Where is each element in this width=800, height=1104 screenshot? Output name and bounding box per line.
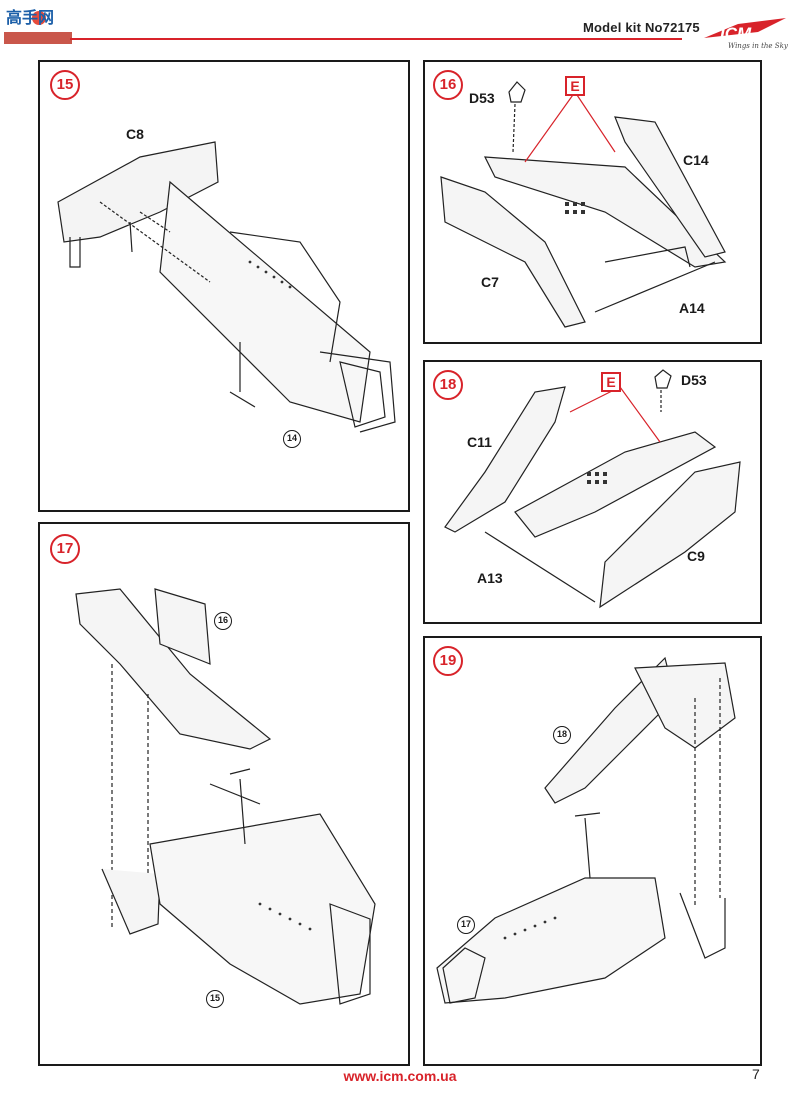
step-number-badge: 17 — [50, 534, 80, 564]
website-link[interactable]: www.icm.com.ua — [343, 1068, 457, 1084]
reference-step-16: 16 — [214, 612, 232, 630]
step-number-badge: 16 — [433, 70, 463, 100]
part-label-c9: C9 — [687, 548, 705, 564]
step-17-drawing — [75, 588, 376, 1005]
watermark-text: 高手网 — [6, 10, 55, 27]
part-label-d53: D53 — [681, 372, 707, 388]
logo-text: ICM — [720, 24, 752, 43]
material-marker-e: E — [565, 76, 585, 96]
header-rule — [70, 38, 682, 40]
kit-number-label: Model kit No72175 — [583, 20, 700, 35]
part-label-a14: A14 — [679, 300, 705, 316]
part-label-c7: C7 — [481, 274, 499, 290]
step-19-panel: 19 18 17 — [423, 636, 762, 1066]
reference-step-14: 14 — [283, 430, 301, 448]
step-18-drawing — [444, 369, 741, 609]
part-label-a13: A13 — [477, 570, 503, 586]
part-label-c11: C11 — [467, 434, 492, 450]
reference-step-15: 15 — [206, 990, 224, 1008]
step-18-panel: 18 D53 E C11 C9 A13 — [423, 360, 762, 624]
reference-step-18: 18 — [553, 726, 571, 744]
watermark-logo: 高手网 — [4, 2, 74, 48]
step-15-panel: 15 C8 14 — [38, 60, 410, 512]
part-label-d53: D53 — [469, 90, 495, 106]
step-16-panel: 16 D53 E C14 C7 A14 — [423, 60, 762, 344]
step-15-drawing — [57, 141, 396, 433]
page-number: 7 — [752, 1066, 760, 1082]
step-17-panel: 17 16 15 — [38, 522, 410, 1066]
part-label-c14: C14 — [683, 152, 709, 168]
step-19-drawing — [436, 656, 736, 1004]
logo-tagline: Wings in the Sky — [728, 42, 788, 50]
step-16-drawing — [440, 81, 727, 328]
step-number-badge: 19 — [433, 646, 463, 676]
reference-step-17: 17 — [457, 916, 475, 934]
material-marker-e: E — [601, 372, 621, 392]
icm-logo: ICM Wings in the Sky — [698, 12, 794, 56]
step-number-badge: 18 — [433, 370, 463, 400]
step-number-badge: 15 — [50, 70, 80, 100]
part-label-c8: C8 — [126, 126, 144, 142]
